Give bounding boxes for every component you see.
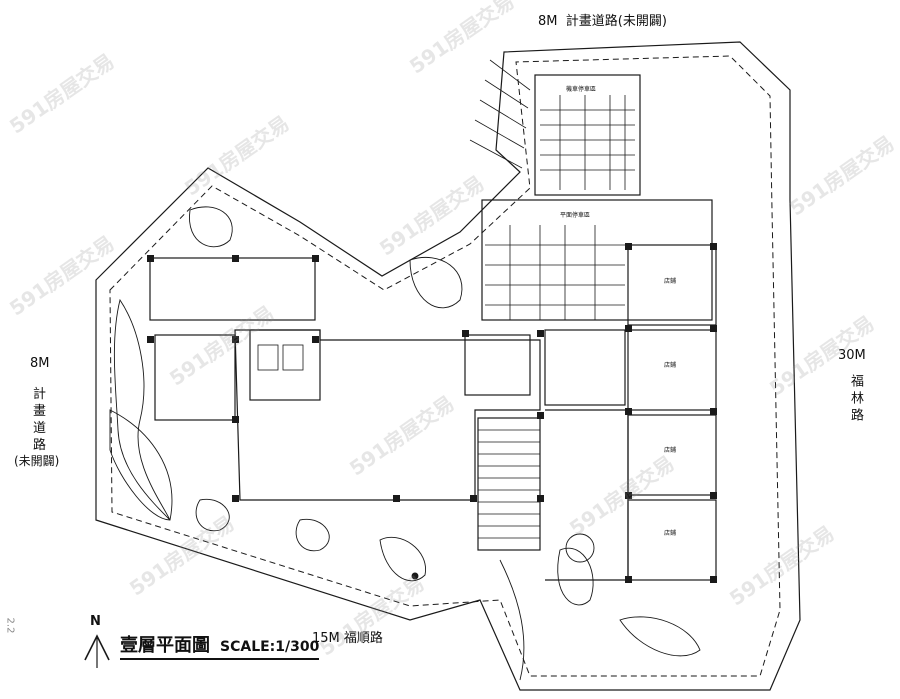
shop-unit-label: 店鋪 (664, 278, 677, 285)
east-core (544, 329, 626, 406)
west-road-char-3: 道 (33, 421, 47, 436)
west-road-char-4: 路 (33, 438, 47, 453)
plan-scale: SCALE:1/300 (220, 639, 320, 655)
west-road-char-1: 計 (33, 387, 47, 402)
east-road-width: 30M (838, 348, 866, 363)
shop-unit-label: 店鋪 (664, 362, 677, 369)
upper-parking-label: 機車停車區 (566, 86, 597, 93)
north-arrow-letter: N (90, 614, 101, 629)
motorcycle-parking (534, 74, 641, 196)
shop-unit-2 (627, 329, 717, 411)
margin-mark: 2.2 (4, 617, 16, 634)
shop-unit-label: 店鋪 (664, 447, 677, 454)
west-road-status: (未開闢) (14, 454, 60, 468)
ramp (477, 417, 541, 551)
south-road-label: 15M 福順路 (312, 631, 383, 646)
west-road-width: 8M (30, 356, 50, 371)
west-block-upper (149, 257, 316, 321)
west-core (249, 329, 321, 401)
center-east-block (464, 334, 531, 396)
site-boundary (95, 41, 801, 691)
surface-parking (481, 199, 713, 321)
north-road-label: 8M 計畫道路(未開闢) (538, 14, 667, 29)
west-road-char-2: 畫 (33, 404, 47, 419)
shop-unit-1 (627, 244, 717, 326)
north-arrow-icon (84, 634, 110, 668)
inner-setback-line (109, 55, 781, 677)
lower-parking-label: 平面停車區 (560, 212, 591, 219)
west-block-lower (154, 334, 236, 421)
shop-unit-label: 店鋪 (664, 530, 677, 537)
shop-unit-4 (627, 499, 717, 581)
central-lobby (234, 329, 541, 501)
east-road-name: 福林路 (848, 374, 863, 425)
